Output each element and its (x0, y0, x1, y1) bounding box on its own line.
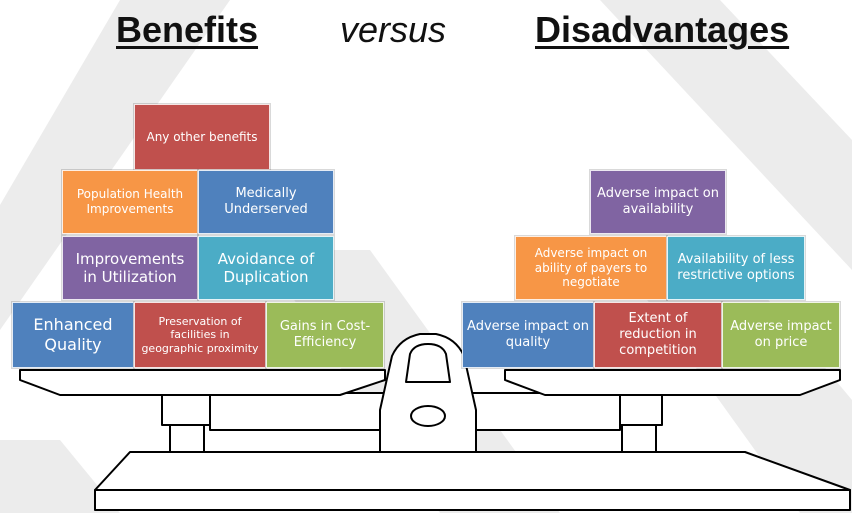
scale-base-front (94, 489, 851, 511)
center-knob (410, 405, 446, 427)
right-post (613, 394, 663, 426)
block-population-health: Population Health Improvements (62, 170, 198, 234)
block-enhanced-quality: Enhanced Quality (12, 302, 134, 368)
versus-title: versus (340, 9, 447, 50)
right-pan (504, 369, 841, 396)
block-medically-underserved: Medically Underserved (198, 170, 334, 234)
block-less-restrictive: Availability of less restrictive options (667, 236, 805, 300)
block-impact-availability: Adverse impact on availability (590, 170, 726, 234)
left-post-lower (169, 424, 205, 453)
block-reduction-competition: Extent of reduction in competition (594, 302, 722, 368)
scale-base-top (94, 451, 851, 491)
left-pan (19, 369, 386, 396)
block-impact-price: Adverse impact on price (722, 302, 840, 368)
block-impact-quality: Adverse impact on quality (462, 302, 594, 368)
center-window (405, 343, 451, 383)
block-improvements-utilization: Improvements in Utilization (62, 236, 198, 300)
left-post (161, 394, 211, 426)
block-avoidance-duplication: Avoidance of Duplication (198, 236, 334, 300)
disadvantages-title: Disadvantages (535, 9, 790, 50)
block-impact-payers: Adverse impact on ability of payers to n… (515, 236, 667, 300)
block-gains-cost-efficiency: Gains in Cost-Efficiency (266, 302, 384, 368)
block-preservation-facilities: Preservation of facilities in geographic… (134, 302, 266, 368)
block-any-other-benefits: Any other benefits (134, 104, 270, 170)
benefits-title: Benefits (116, 9, 259, 50)
right-post-lower (621, 424, 657, 453)
